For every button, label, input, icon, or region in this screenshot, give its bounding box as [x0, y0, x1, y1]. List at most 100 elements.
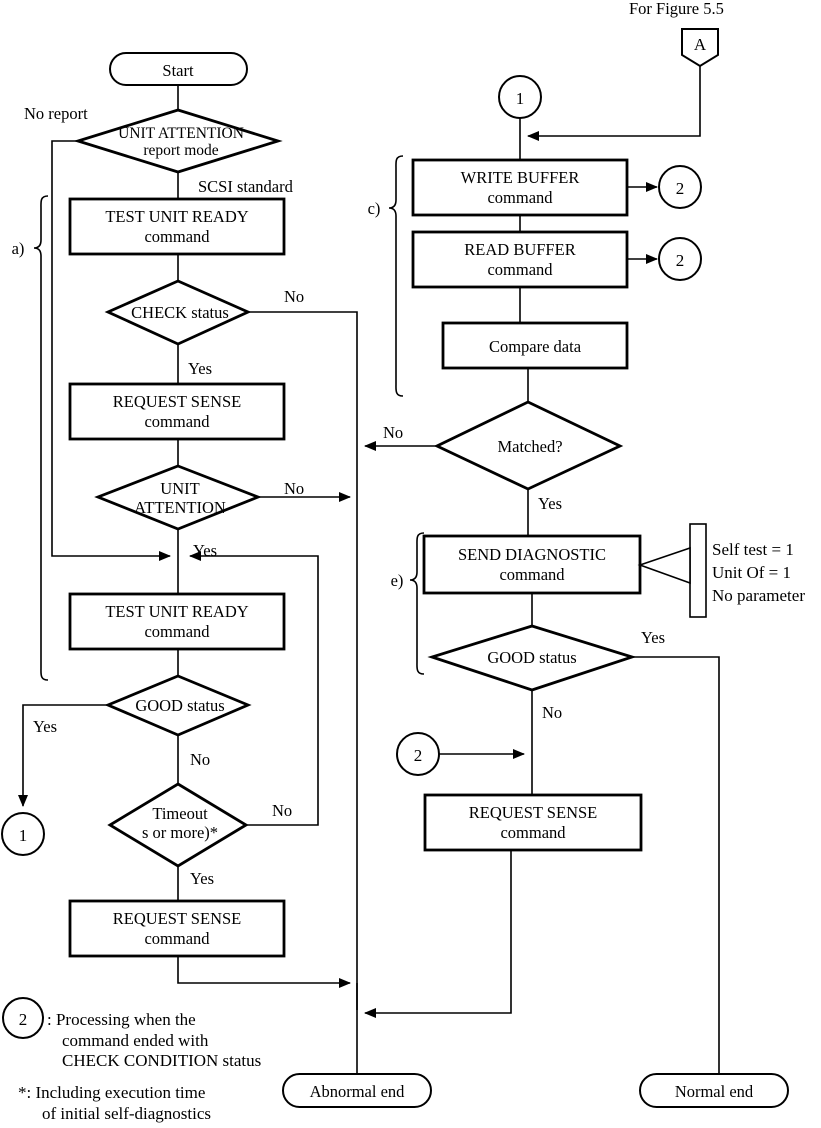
- label-ua-yes: Yes: [193, 541, 217, 560]
- connector-2-read-buffer-label: 2: [676, 251, 685, 270]
- process-rs1-line1: REQUEST SENSE: [113, 392, 242, 411]
- process-test-unit-ready-1: TEST UNIT READY command: [68, 197, 286, 256]
- label-timeout-no: No: [272, 801, 292, 820]
- label-ua-no: No: [284, 479, 304, 498]
- connector-A-pentagon: A: [681, 28, 719, 68]
- label-matched-no: No: [383, 423, 403, 442]
- decision-ua-report-mode-line1: UNIT ATTENTION: [118, 125, 244, 142]
- connector-1-left-label: 1: [19, 826, 28, 845]
- process-write-buffer: WRITE BUFFER command: [411, 158, 629, 217]
- annotation-bracket-send-diagnostic: [637, 523, 707, 618]
- legend-note2-line3: CHECK CONDITION status: [62, 1051, 261, 1070]
- edge-A-to-main: [527, 66, 701, 141]
- process-request-sense-2: REQUEST SENSE command: [68, 899, 286, 958]
- node-start-label: Start: [162, 61, 194, 80]
- connector-A-label: A: [694, 35, 707, 54]
- edge-good-yes-to-conn1: [18, 704, 116, 807]
- process-write-buffer-line1: WRITE BUFFER: [461, 168, 580, 187]
- process-write-buffer-line2: command: [487, 188, 553, 207]
- connector-1-left: 1: [1, 812, 45, 856]
- label-timeout-yes: Yes: [190, 869, 214, 888]
- process-rs2-line2: command: [144, 929, 210, 948]
- decision-good-status-left: GOOD status: [104, 674, 252, 737]
- process-rs2-line1: REQUEST SENSE: [113, 909, 242, 928]
- process-read-buffer: READ BUFFER command: [411, 230, 629, 289]
- decision-matched: Matched?: [433, 400, 624, 491]
- process-tur1-line1: TEST UNIT READY: [105, 207, 248, 226]
- label-no-report: No report: [24, 104, 88, 123]
- legend-connector-2: 2: [2, 997, 44, 1039]
- edge-good-yes-to-normal-end: [632, 656, 720, 1074]
- connector-2-write-buffer-label: 2: [676, 179, 685, 198]
- process-send-diagnostic: SEND DIAGNOSTIC command: [422, 534, 642, 595]
- process-send-diagnostic-line2: command: [499, 565, 565, 584]
- annotation-line1: Self test = 1: [712, 540, 794, 559]
- terminal-normal-end: Normal end: [639, 1073, 789, 1108]
- decision-unit-attention: UNIT ATTENTION: [94, 464, 262, 531]
- label-check-status-yes: Yes: [188, 359, 212, 378]
- decision-good-status-left-label: GOOD status: [135, 696, 224, 715]
- annotation-line3: No parameter: [712, 586, 805, 605]
- edge-rs-right-to-abnormal-rail: [364, 850, 512, 1018]
- terminal-abnormal-end: Abnormal end: [282, 1073, 432, 1108]
- brace-group-a: [33, 195, 49, 681]
- decision-unit-attention-report-mode: UNIT ATTENTION report mode: [73, 108, 283, 174]
- legend-note2-line2: command ended with: [62, 1031, 209, 1050]
- process-compare-data: Compare data: [441, 321, 629, 370]
- process-test-unit-ready-2: TEST UNIT READY command: [68, 592, 286, 651]
- decision-check-status-label: CHECK status: [131, 303, 229, 322]
- decision-check-status: CHECK status: [104, 279, 252, 346]
- legend-note-star-line2: of initial self-diagnostics: [42, 1104, 211, 1123]
- left-branch-connectors: [18, 84, 358, 1074]
- brace-group-c: [388, 155, 404, 397]
- edge-timeout-no-loop: [189, 551, 319, 826]
- connector-1-right-label: 1: [516, 89, 525, 108]
- label-for-figure-ref: For Figure 5.5: [629, 0, 724, 18]
- process-rs-right-line2: command: [500, 823, 566, 842]
- process-request-sense-right: REQUEST SENSE command: [423, 793, 643, 852]
- legend-note2-line1: : Processing when the: [47, 1010, 196, 1029]
- decision-matched-label: Matched?: [497, 437, 562, 456]
- decision-ua-line1: UNIT: [160, 479, 199, 498]
- annotation-line2: Unit Of = 1: [712, 563, 791, 582]
- label-good-status-no-left: No: [190, 750, 210, 769]
- brace-label-c: c): [368, 199, 381, 218]
- label-check-status-no: No: [284, 287, 304, 306]
- connector-2-entry-label: 2: [414, 746, 423, 765]
- label-good-status-yes-left: Yes: [33, 717, 57, 736]
- brace-group-e: [409, 532, 425, 675]
- decision-ua-report-mode-line2: report mode: [143, 142, 218, 159]
- process-tur1-line2: command: [144, 227, 210, 246]
- edge-check-no-to-rail: [248, 311, 358, 1010]
- process-read-buffer-line1: READ BUFFER: [464, 240, 575, 259]
- process-tur2-line2: command: [144, 622, 210, 641]
- process-rs-right-line1: REQUEST SENSE: [469, 803, 598, 822]
- connector-2-entry: 2: [396, 732, 440, 776]
- decision-good-status-right-label: GOOD status: [487, 648, 576, 667]
- edge-rs2-to-rail: [177, 956, 351, 988]
- terminal-abnormal-end-label: Abnormal end: [310, 1082, 406, 1101]
- connector-1-right: 1: [498, 75, 542, 119]
- connector-2-read-buffer: 2: [658, 237, 702, 281]
- terminal-normal-end-label: Normal end: [675, 1082, 754, 1101]
- decision-timeout: Timeout s or more)*: [107, 782, 249, 868]
- connector-2-write-buffer: 2: [658, 165, 702, 209]
- process-compare-data-label: Compare data: [489, 337, 582, 356]
- process-read-buffer-line2: command: [487, 260, 553, 279]
- decision-ua-line2: ATTENTION: [134, 498, 226, 517]
- legend-connector-2-label: 2: [19, 1010, 28, 1029]
- process-tur2-line1: TEST UNIT READY: [105, 602, 248, 621]
- label-good-status-no-right: No: [542, 703, 562, 722]
- label-scsi-standard: SCSI standard: [198, 177, 294, 196]
- process-rs1-line2: command: [144, 412, 210, 431]
- decision-good-status-right: GOOD status: [427, 624, 637, 692]
- process-send-diagnostic-line1: SEND DIAGNOSTIC: [458, 545, 606, 564]
- brace-label-e: e): [391, 571, 404, 590]
- decision-timeout-line2: s or more)*: [142, 823, 218, 842]
- label-matched-yes: Yes: [538, 494, 562, 513]
- decision-timeout-line1: Timeout: [152, 804, 208, 823]
- node-start: Start: [109, 52, 248, 86]
- brace-label-a: a): [12, 239, 25, 258]
- process-request-sense-1: REQUEST SENSE command: [68, 382, 286, 441]
